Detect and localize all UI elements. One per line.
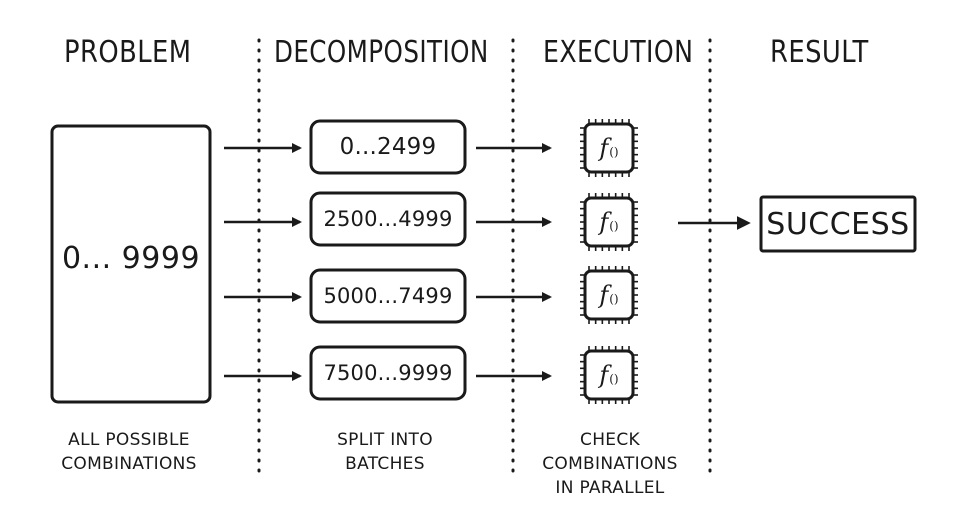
chip-function-label-3: f(): [599, 281, 619, 309]
batch-box-4: [309, 345, 467, 401]
batch-box-3: [309, 268, 467, 324]
batch-box-1: [309, 119, 467, 175]
header-result: RESULT: [770, 35, 869, 70]
execution-caption-line-1: CHECK: [580, 430, 640, 450]
batch-label-2: 2500...4999: [323, 207, 453, 231]
problem-caption-line-2: COMBINATIONS: [61, 454, 197, 474]
chip-function-label-1: f(): [599, 134, 619, 162]
chip-body: [583, 196, 635, 248]
processor-chip-icon: [580, 346, 638, 404]
result-box: [759, 195, 917, 253]
problem-caption-line-1: ALL POSSIBLE: [68, 430, 190, 450]
decomposition-caption-line-1: SPLIT INTO: [337, 430, 433, 450]
chip-function-label-2: f(): [599, 208, 619, 236]
processor-chips: [580, 119, 638, 404]
problem-box: [50, 124, 212, 404]
problem-caption: ALL POSSIBLE COMBINATIONS: [44, 428, 214, 476]
chip-body: [583, 122, 635, 174]
problem-range-label: 0... 9999: [61, 240, 201, 276]
batch-label-4: 7500...9999: [323, 361, 453, 385]
chip-body: [583, 269, 635, 321]
header-decomposition: DECOMPOSITION: [274, 35, 489, 70]
header-problem: PROBLEM: [64, 35, 192, 70]
execution-caption: CHECK COMBINATIONS IN PARALLEL: [525, 428, 695, 500]
execution-caption-line-3: IN PARALLEL: [555, 478, 665, 498]
decomposition-caption-line-2: BATCHES: [345, 454, 425, 474]
batch-label-3: 5000...7499: [323, 284, 453, 308]
header-execution: EXECUTION: [543, 35, 694, 70]
chip-body: [583, 349, 635, 401]
processor-chip-icon: [580, 193, 638, 251]
batch-box-2: [309, 191, 467, 247]
batch-label-1: 0...2499: [339, 134, 437, 160]
decomposition-caption: SPLIT INTO BATCHES: [300, 428, 470, 476]
processor-chip-icon: [580, 266, 638, 324]
chip-function-label-4: f(): [599, 361, 619, 389]
processor-chip-icon: [580, 119, 638, 177]
result-label: SUCCESS: [766, 206, 910, 242]
execution-caption-line-2: COMBINATIONS: [542, 454, 678, 474]
